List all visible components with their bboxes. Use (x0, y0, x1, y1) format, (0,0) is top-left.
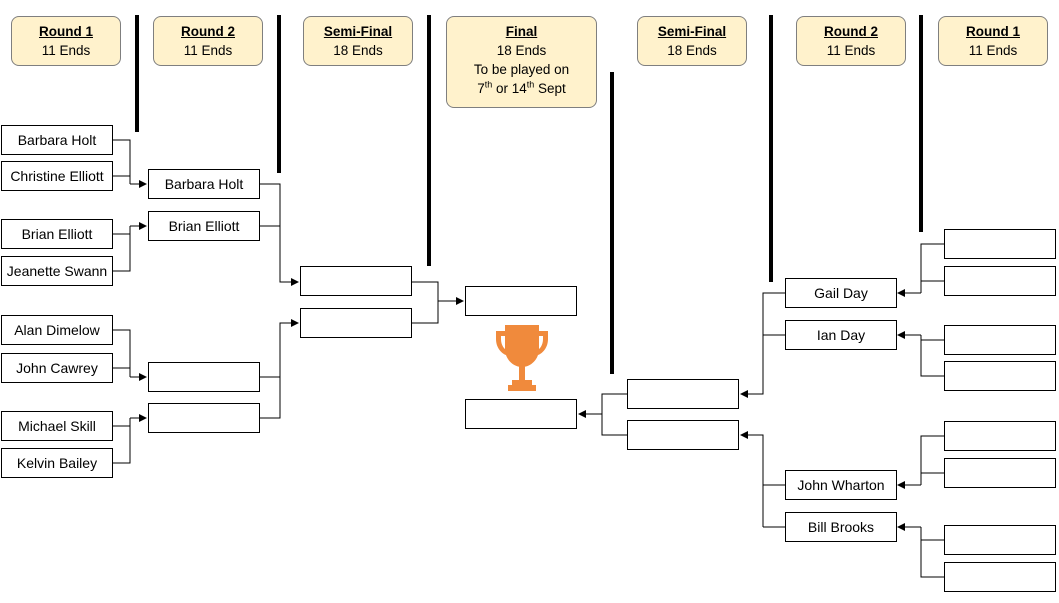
left-r2-slot-2: Brian Elliott (148, 211, 260, 241)
connector-right-1 (920, 243, 944, 282)
left-r1-slot-7: Michael Skill (1, 411, 113, 441)
trophy-icon (496, 325, 548, 391)
connector-left-2 (113, 233, 131, 272)
connector-left-7 (411, 281, 439, 324)
connector-right-7 (601, 393, 627, 436)
right-r1-slot-2 (944, 266, 1056, 296)
connector-left-4 (113, 425, 131, 464)
right-r2-slot-2: Ian Day (785, 320, 897, 350)
header-final: Final 18 Ends To be played on 7th or 14t… (446, 16, 597, 108)
final-slot-2 (465, 399, 577, 429)
left-r2-slot-1: Barbara Holt (148, 169, 260, 199)
right-semi-slot-2 (627, 420, 739, 450)
final-slot-1 (465, 286, 577, 316)
left-r1-slot-3: Brian Elliott (1, 219, 113, 249)
left-semi-slot-1 (300, 266, 412, 296)
right-r1-slot-3 (944, 325, 1056, 355)
right-r1-slot-6 (944, 458, 1056, 488)
left-r2-slot-3 (148, 362, 260, 392)
connector-left-5 (260, 183, 299, 286)
connector-left-3 (113, 329, 131, 369)
right-r2-slot-1: Gail Day (785, 278, 897, 308)
connector-right-2 (920, 339, 944, 377)
connector-right-6 (740, 431, 785, 486)
left-r2-slot-4 (148, 403, 260, 433)
connector-right-4 (920, 539, 944, 578)
final-dates: 7th or 14th Sept (477, 79, 566, 96)
right-r1-slot-5 (944, 421, 1056, 451)
right-r2-slot-3: John Wharton (785, 470, 897, 500)
connector-right-5 (740, 292, 785, 398)
left-r1-slot-5: Alan Dimelow (1, 315, 113, 345)
left-r1-slot-2: Christine Elliott (1, 161, 113, 191)
left-r1-slot-6: John Cawrey (1, 353, 113, 383)
left-r1-slot-1: Barbara Holt (1, 125, 113, 155)
connector-left-1 (113, 139, 131, 177)
right-r1-slot-7 (944, 525, 1056, 555)
right-r2-slot-4: Bill Brooks (785, 512, 897, 542)
right-semi-slot-1 (627, 379, 739, 409)
connector-right-3 (920, 435, 944, 474)
connector-left-6 (260, 319, 299, 378)
right-r1-slot-8 (944, 562, 1056, 592)
right-r1-slot-1 (944, 229, 1056, 259)
right-r1-slot-4 (944, 361, 1056, 391)
left-r1-slot-4: Jeanette Swann (1, 256, 113, 286)
left-semi-slot-2 (300, 308, 412, 338)
left-r1-slot-8: Kelvin Bailey (1, 448, 113, 478)
